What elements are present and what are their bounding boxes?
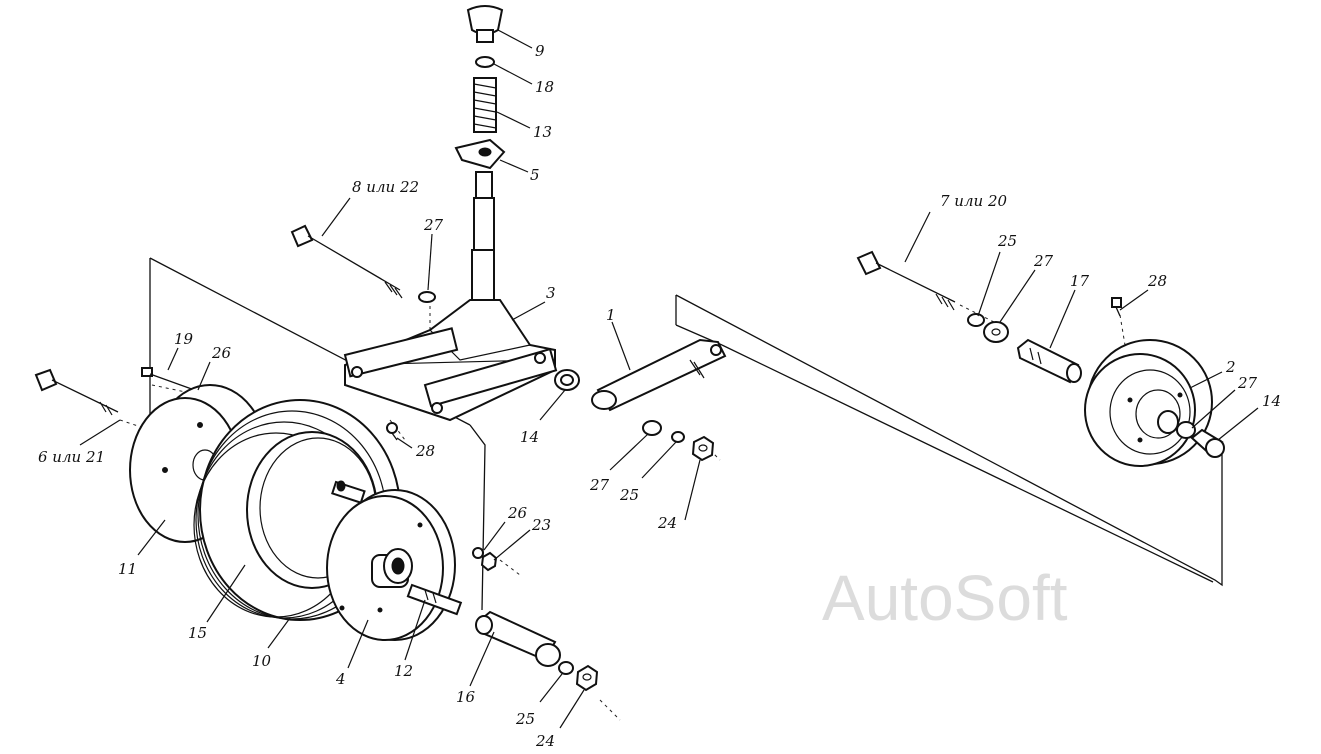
label-27c: 27	[1033, 252, 1054, 270]
part-5-clamp	[454, 138, 506, 170]
part-28-nipple-b	[1111, 297, 1122, 317]
part-14-bushing-b	[1190, 428, 1225, 458]
part-24-nut	[691, 435, 715, 462]
part-3-post	[471, 171, 495, 307]
watermark: AutoSoft	[822, 562, 1068, 634]
part-22-bolt	[290, 224, 403, 299]
label-14b: 14	[1262, 392, 1281, 410]
part-20-bolt	[856, 250, 956, 311]
label-27b: 27	[589, 476, 610, 494]
label-18: 18	[535, 78, 554, 96]
part-27-washer-b	[642, 420, 662, 436]
label-17: 17	[1070, 272, 1090, 290]
label-25a: 25	[619, 486, 639, 504]
label-2: 2	[1225, 358, 1236, 376]
part-14-bushing	[554, 369, 580, 391]
part-25-lockwasher	[671, 431, 685, 443]
label-25c: 25	[997, 232, 1017, 250]
part-26-washer	[472, 547, 484, 559]
part-16-spacer	[475, 610, 561, 667]
label-22: 8 или 22	[352, 178, 419, 196]
part-25-lockwasher-c	[967, 313, 985, 327]
part-17-axle	[1016, 338, 1082, 384]
label-20: 7 или 20	[940, 192, 1007, 210]
part-24-nut-b	[575, 664, 599, 692]
label-26b: 26	[507, 504, 528, 522]
part-2-wheel	[1084, 339, 1213, 467]
label-28b: 28	[1147, 272, 1167, 290]
part-27-washer	[418, 291, 436, 303]
part-21-bolt	[34, 368, 119, 416]
label-1: 1	[606, 306, 616, 324]
label-21: 6 или 21	[38, 448, 105, 466]
label-4: 4	[335, 670, 346, 688]
label-13: 13	[533, 123, 552, 141]
part-9-knob	[466, 5, 504, 43]
part-23-nut	[480, 551, 498, 572]
label-27a: 27	[423, 216, 444, 234]
part-28-nipple	[386, 422, 398, 441]
label-23: 23	[531, 516, 551, 534]
label-11: 11	[118, 560, 137, 578]
label-27d: 27	[1237, 374, 1258, 392]
label-19: 19	[174, 330, 194, 348]
part-25-lockwasher-b	[558, 661, 574, 675]
label-14a: 14	[520, 428, 539, 446]
part-27-washer-d	[1176, 421, 1196, 439]
label-25b: 25	[515, 710, 535, 728]
part-1-arm	[591, 338, 727, 412]
label-5: 5	[530, 166, 540, 184]
part-18-washer	[475, 56, 495, 68]
part-27-washer-c	[983, 321, 1009, 343]
label-24b: 24	[535, 732, 555, 750]
label-10: 10	[252, 652, 272, 670]
part-15-shaft	[331, 480, 366, 504]
label-16: 16	[456, 688, 476, 706]
label-24a: 24	[657, 514, 677, 532]
label-9: 9	[535, 42, 545, 60]
label-15: 15	[188, 624, 207, 642]
part-13-spring	[473, 77, 497, 133]
label-12: 12	[394, 662, 413, 680]
label-3: 3	[546, 284, 556, 302]
label-26a: 26	[211, 344, 232, 362]
leader-lines	[79, 29, 1259, 729]
label-28a: 28	[415, 442, 435, 460]
callout-labels: 9 18 13 5 8 или 22 27 3 1 19 26 6 или 21…	[38, 42, 1281, 750]
part-12-axle	[406, 583, 463, 616]
part-3-fork	[343, 299, 558, 422]
